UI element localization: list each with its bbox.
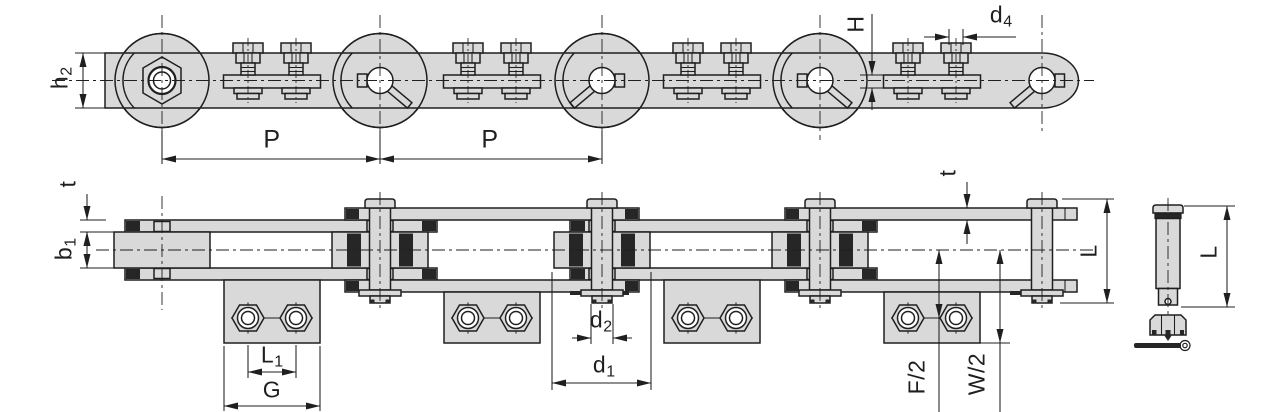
dim-label-d1: d1: [592, 351, 616, 381]
bolt-attachments-side: [222, 38, 982, 103]
cotter-pin: [1134, 339, 1191, 352]
dimension-lines-plan: [80, 182, 1114, 412]
dim-label-d4: d4: [989, 1, 1013, 31]
plan-view: [80, 182, 1114, 412]
plate-end-shading: [126, 209, 876, 291]
dim-label-L-pin: L: [1195, 245, 1222, 259]
bolt: [280, 38, 312, 103]
dim-label-W-half: W/2: [963, 352, 990, 396]
bolt: [940, 38, 972, 103]
dim-label-t-left: t: [54, 180, 81, 188]
dim-label-L-end: L: [1075, 244, 1102, 258]
dim-label-h2: h2: [46, 66, 76, 90]
bolt: [452, 38, 484, 103]
centerlines: [52, 15, 1094, 150]
bolt: [672, 38, 704, 103]
pin-detail: [1134, 198, 1235, 352]
dim-label-b1: b1: [50, 237, 80, 261]
attachment-plate: [883, 291, 981, 344]
bolt: [892, 38, 924, 103]
dimension-lines-side: [75, 14, 1016, 164]
dim-label-p-right: P: [481, 125, 499, 154]
outer-link-plates: [344, 207, 1078, 293]
attachment-plate: [663, 279, 761, 344]
dim-label-p-left: P: [263, 125, 281, 154]
attachment-plate: [223, 279, 321, 344]
inner-link-plates: [124, 219, 878, 281]
side-view: [52, 14, 1094, 164]
dim-label-d2: d2: [589, 306, 613, 336]
centerlines-plan: [96, 192, 1094, 312]
bolt: [500, 38, 532, 103]
dimension-lines-pin-detail: [1181, 205, 1235, 308]
dim-label-t-right: t: [934, 169, 961, 177]
bolt: [232, 38, 264, 103]
attachment-plate: [443, 291, 541, 344]
bolt: [720, 38, 752, 103]
dim-label-G: G: [262, 376, 282, 403]
dim-label-L1: L1: [260, 341, 284, 371]
castle-nut: [1149, 314, 1187, 341]
dim-label-F-half: F/2: [903, 359, 930, 395]
dim-label-H: H: [842, 15, 869, 33]
